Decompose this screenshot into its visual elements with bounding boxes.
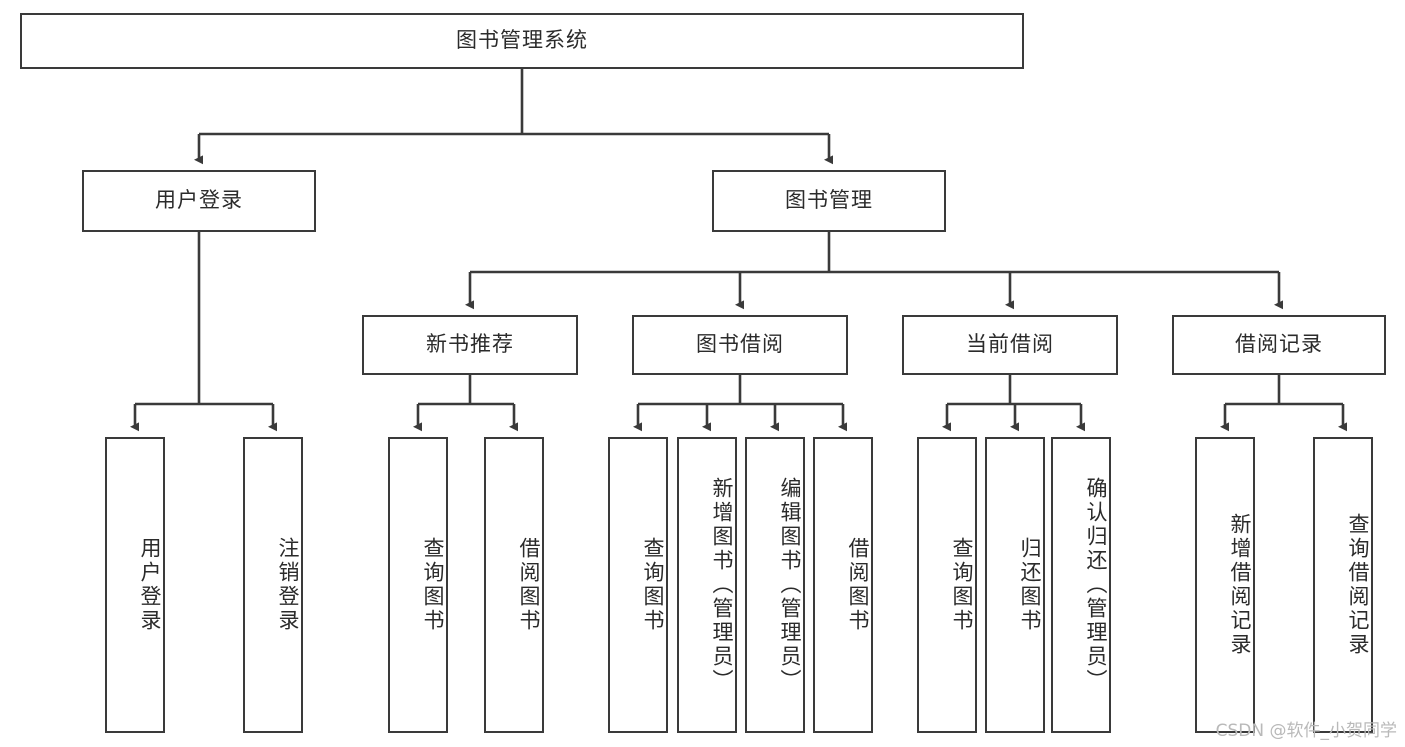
node-leaf-query-book-cur[interactable]: 查询图书 (917, 437, 977, 733)
node-label: 查询图书 (950, 537, 974, 633)
node-leaf-borrow-book[interactable]: 借阅图书 (813, 437, 873, 733)
node-book-borrow[interactable]: 图书借阅 (632, 315, 848, 375)
node-leaf-return-book[interactable]: 归还图书 (985, 437, 1045, 733)
node-label: 查询图书 (421, 537, 445, 633)
node-leaf-query-book[interactable]: 查询图书 (608, 437, 668, 733)
node-leaf-logout[interactable]: 注销登录 (243, 437, 303, 733)
csdn-watermark: CSDN @软件_小贺同学 (1215, 721, 1397, 741)
node-label: 新增图书（管理员） (710, 477, 734, 693)
node-label: 注销登录 (276, 537, 300, 633)
node-label: 用户登录 (155, 188, 243, 213)
node-label: 图书借阅 (696, 332, 784, 357)
node-label: 查询图书 (641, 537, 665, 633)
node-label: 新增借阅记录 (1228, 513, 1252, 657)
node-borrow-record[interactable]: 借阅记录 (1172, 315, 1386, 375)
node-leaf-query-record[interactable]: 查询借阅记录 (1313, 437, 1373, 733)
node-leaf-query-book-rec[interactable]: 查询图书 (388, 437, 448, 733)
node-label: 借阅图书 (517, 537, 541, 633)
node-label: 借阅图书 (846, 537, 870, 633)
node-leaf-borrow-book-rec[interactable]: 借阅图书 (484, 437, 544, 733)
node-label: 借阅记录 (1235, 332, 1323, 357)
node-label: 新书推荐 (426, 332, 514, 357)
node-label: 图书管理 (785, 188, 873, 213)
node-label: 图书管理系统 (456, 28, 588, 53)
node-label: 当前借阅 (966, 332, 1054, 357)
node-new-book-rec[interactable]: 新书推荐 (362, 315, 578, 375)
node-leaf-edit-book[interactable]: 编辑图书（管理员） (745, 437, 805, 733)
node-root[interactable]: 图书管理系统 (20, 13, 1024, 69)
node-leaf-add-record[interactable]: 新增借阅记录 (1195, 437, 1255, 733)
node-book-manage[interactable]: 图书管理 (712, 170, 946, 232)
node-user-login[interactable]: 用户登录 (82, 170, 316, 232)
node-leaf-user-login[interactable]: 用户登录 (105, 437, 165, 733)
node-leaf-confirm-return[interactable]: 确认归还（管理员） (1051, 437, 1111, 733)
node-label: 编辑图书（管理员） (778, 477, 802, 693)
node-label: 用户登录 (138, 537, 162, 633)
node-label: 确认归还（管理员） (1084, 477, 1108, 693)
node-current-borrow[interactable]: 当前借阅 (902, 315, 1118, 375)
node-label: 归还图书 (1018, 537, 1042, 633)
node-label: 查询借阅记录 (1346, 513, 1370, 657)
node-leaf-add-book[interactable]: 新增图书（管理员） (677, 437, 737, 733)
